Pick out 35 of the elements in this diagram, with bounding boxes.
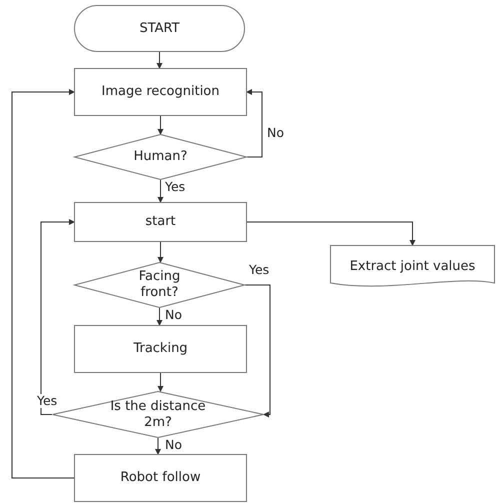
arrow xyxy=(155,438,161,455)
arrow xyxy=(156,52,162,69)
process-box xyxy=(74,202,247,242)
edge-label: No xyxy=(266,126,285,140)
process-box xyxy=(74,68,247,116)
node-label: Extract joint values xyxy=(350,259,476,275)
arrow xyxy=(158,242,164,263)
node-label: START xyxy=(139,20,180,36)
arrow xyxy=(158,116,164,135)
arrow xyxy=(156,308,162,326)
document-shape xyxy=(330,245,495,289)
node-label: start xyxy=(145,214,176,230)
process-box xyxy=(74,454,247,502)
decision-diamond xyxy=(74,262,245,308)
arrow xyxy=(246,89,262,158)
node-label: Is the distance 2m? xyxy=(109,398,207,430)
arrow xyxy=(158,180,164,203)
edge-label: Yes xyxy=(164,180,186,194)
terminal-shape xyxy=(74,5,245,52)
process-box xyxy=(74,325,247,373)
node-label: Human? xyxy=(134,149,188,165)
arrow xyxy=(40,219,75,415)
node-label: Facing front? xyxy=(138,269,182,301)
edge-label: No xyxy=(164,438,183,452)
arrow xyxy=(246,222,416,246)
node-label: Robot follow xyxy=(120,470,201,486)
edge-label: Yes xyxy=(248,263,270,277)
node-label: Image recognition xyxy=(101,84,220,100)
edge-label: No xyxy=(164,308,183,322)
decision-diamond xyxy=(74,134,247,180)
arrow xyxy=(12,89,75,478)
node-label: Tracking xyxy=(133,341,188,357)
arrow xyxy=(158,372,164,392)
edge-label: Yes xyxy=(36,394,58,408)
arrow xyxy=(244,284,270,418)
